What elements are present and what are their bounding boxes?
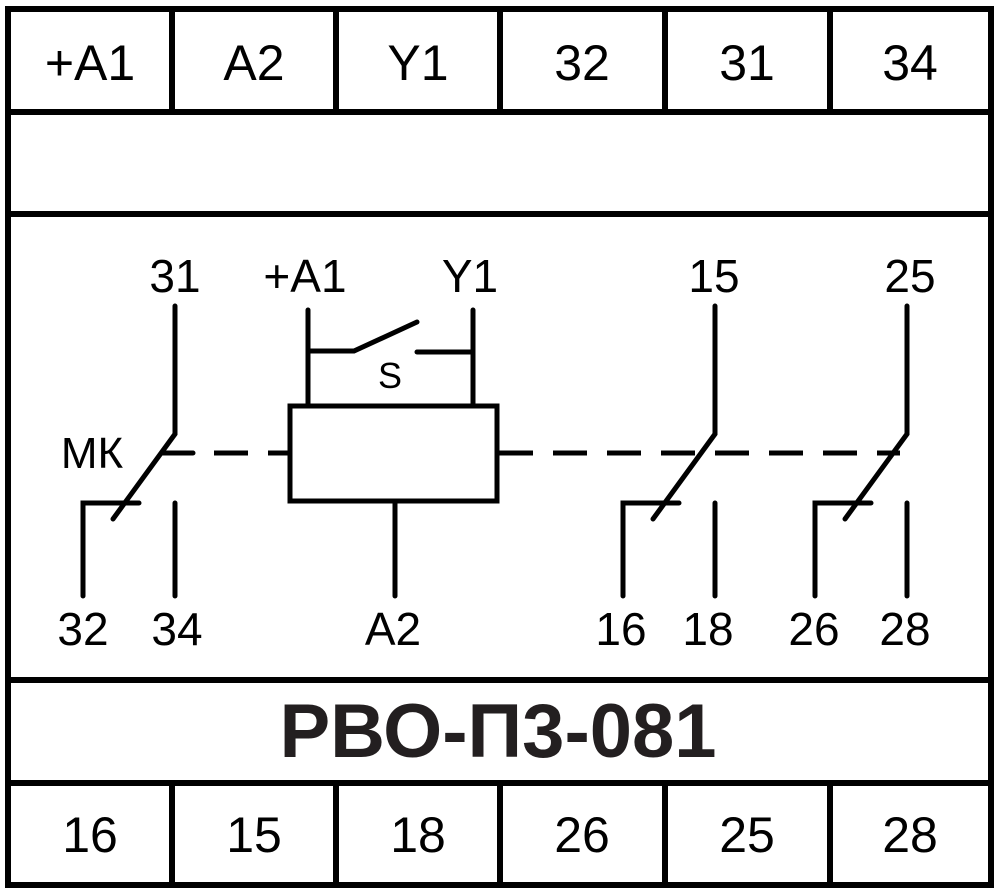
switch-s-symbol — [307, 319, 475, 355]
label-32: 32 — [57, 603, 108, 655]
top-terminal: +A1 — [45, 35, 135, 91]
label-15: 15 — [688, 250, 739, 302]
label-a2: A2 — [365, 603, 421, 655]
top-terminal: 34 — [882, 35, 938, 91]
top-terminal: A2 — [223, 35, 284, 91]
contact-25-symbol — [812, 303, 910, 599]
label-26: 26 — [788, 603, 839, 655]
label-16: 16 — [595, 603, 646, 655]
label-31: 31 — [149, 250, 200, 302]
label-a1: +A1 — [263, 250, 346, 302]
bottom-terminal: 28 — [882, 807, 938, 863]
top-terminal: Y1 — [387, 35, 448, 91]
label-y1: Y1 — [442, 250, 498, 302]
top-terminal: 31 — [719, 35, 775, 91]
bottom-terminal: 15 — [226, 807, 282, 863]
label-mk: МК — [61, 429, 124, 478]
bottom-terminal: 25 — [719, 807, 775, 863]
label-34: 34 — [151, 603, 202, 655]
bottom-terminal: 16 — [62, 807, 118, 863]
column-dividers — [169, 9, 833, 885]
coil-symbol — [287, 307, 500, 599]
bottom-terminal: 26 — [554, 807, 610, 863]
label-s: S — [378, 355, 402, 396]
contact-15-symbol — [620, 303, 718, 599]
label-25: 25 — [884, 250, 935, 302]
top-terminal: 32 — [554, 35, 610, 91]
device-title: РВО-П3-081 — [279, 689, 716, 774]
bottom-terminal: 18 — [390, 807, 446, 863]
mk-contact-symbol — [80, 303, 196, 599]
label-18: 18 — [682, 603, 733, 655]
label-28: 28 — [879, 603, 930, 655]
